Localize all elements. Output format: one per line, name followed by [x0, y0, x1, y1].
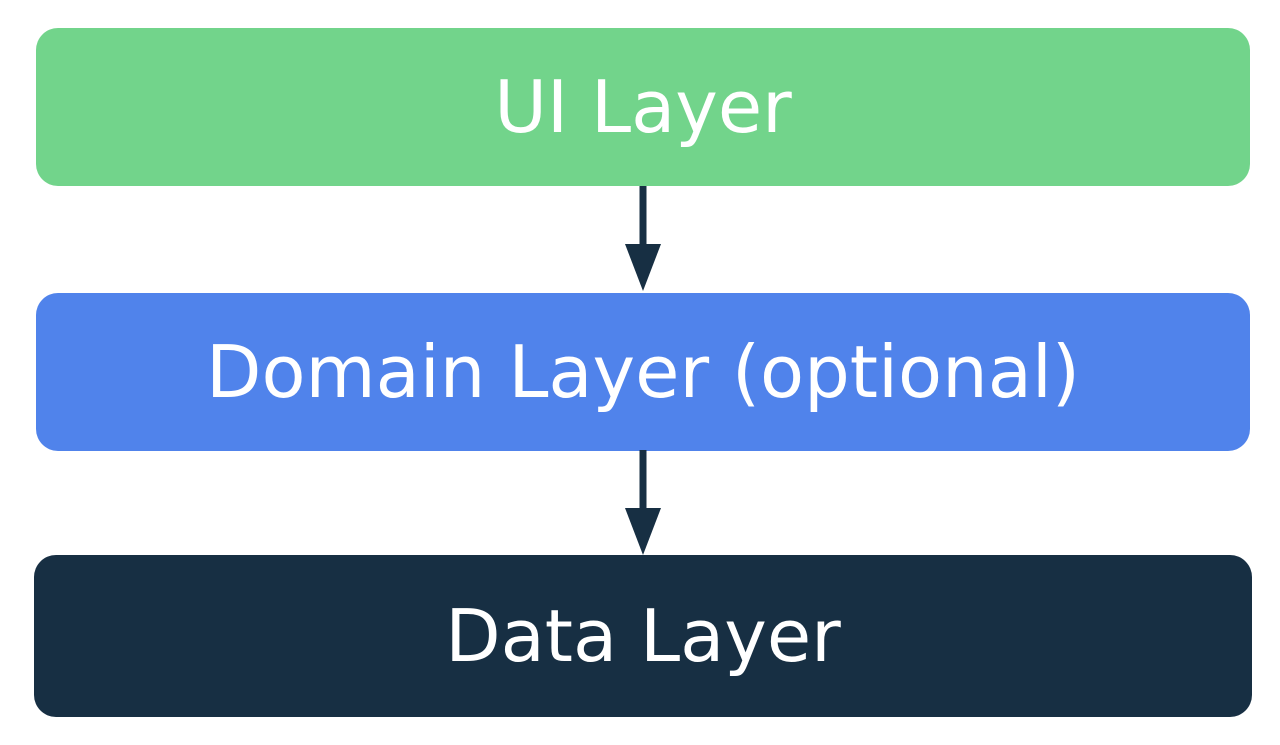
arrow-domain-to-data: [625, 450, 661, 555]
ui-layer-label: UI Layer: [494, 65, 792, 149]
arrow-ui-to-domain: [625, 186, 661, 291]
domain-layer-box: Domain Layer (optional): [36, 293, 1250, 451]
domain-layer-label: Domain Layer (optional): [206, 330, 1080, 414]
arrow-head: [625, 508, 661, 555]
arrow-head: [625, 244, 661, 291]
data-layer-label: Data Layer: [445, 594, 841, 678]
data-layer-box: Data Layer: [34, 555, 1252, 717]
ui-layer-box: UI Layer: [36, 28, 1250, 186]
